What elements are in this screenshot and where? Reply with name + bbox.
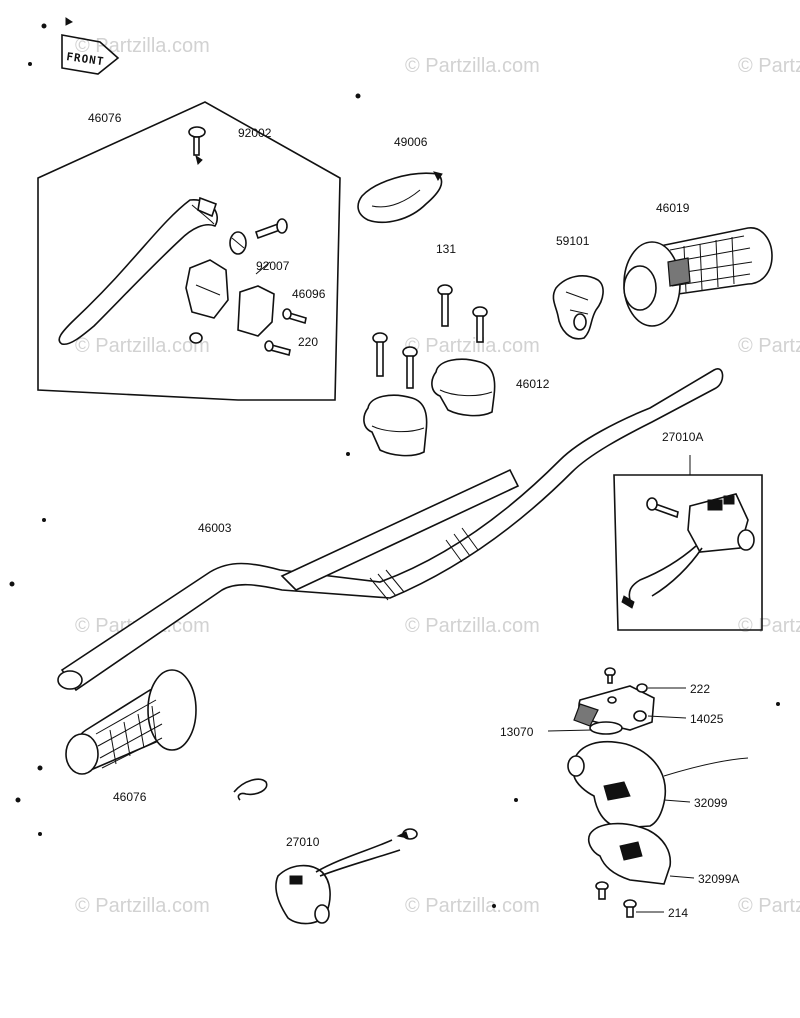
label-46076-grip: 46076 (113, 790, 147, 804)
label-32099: 32099 (694, 796, 728, 810)
label-92002: 92002 (238, 126, 272, 140)
watermark: © Partzilla.com (405, 895, 540, 917)
lever-holder (185, 259, 275, 344)
watermark: © Partzilla.com (75, 335, 210, 357)
watermark: © Partzilla.com (405, 335, 540, 357)
watermark: © Partzilla.com (75, 895, 210, 917)
leader-lines (255, 261, 695, 913)
lever-cover-49006 (357, 171, 443, 224)
label-46019: 46019 (656, 201, 690, 215)
watermark: © Partzilla.com (405, 55, 540, 77)
watermark: © Partzilla.com (738, 615, 800, 637)
label-14025: 14025 (690, 712, 724, 726)
label-46076: 46076 (88, 111, 122, 125)
label-131: 131 (436, 242, 456, 256)
label-214: 214 (668, 906, 688, 920)
watermark: © Partzilla.com (738, 335, 800, 357)
watermark: © Partzilla.com (405, 615, 540, 637)
left-grip-46076 (65, 669, 197, 775)
clutch-lever-box (37, 101, 341, 401)
bolts-131 (372, 284, 488, 389)
throttle-case-assembly (567, 667, 749, 918)
scan-specks (9, 23, 780, 908)
front-arrow: FRONT (61, 17, 120, 75)
clip (233, 778, 268, 801)
label-46003: 46003 (198, 521, 232, 535)
watermark: © Partzilla.com (75, 35, 210, 57)
bolt-220 (264, 308, 307, 356)
label-59101: 59101 (556, 234, 590, 248)
part-labels: 46076 92002 92007 46096 220 49006 46019 … (88, 111, 739, 920)
grip-texture (95, 699, 163, 769)
label-92007: 92007 (256, 259, 290, 273)
watermark: © Partzilla.com (738, 895, 800, 917)
handlebar-clamps-46012 (363, 358, 496, 457)
label-13070: 13070 (500, 725, 534, 739)
label-27010A: 27010A (662, 430, 703, 444)
label-222: 222 (690, 682, 710, 696)
label-32099A: 32099A (698, 872, 739, 886)
label-49006: 49006 (394, 135, 428, 149)
clutch-lever (58, 196, 218, 346)
throttle-grip-46019 (623, 227, 773, 327)
front-label: FRONT (66, 50, 106, 68)
switch-box-27010A (613, 455, 763, 631)
throttle-housing-59101 (552, 275, 604, 340)
bolt-92007 (229, 218, 288, 255)
switch-27010 (275, 828, 418, 925)
handlebar-46003 (57, 368, 724, 692)
screw-92002 (188, 126, 206, 165)
label-27010: 27010 (286, 835, 320, 849)
watermarks: © Partzilla.com © Partzilla.com © Partzi… (75, 35, 800, 917)
label-46096: 46096 (292, 287, 326, 301)
label-220: 220 (298, 335, 318, 349)
label-46012: 46012 (516, 377, 550, 391)
watermark: © Partzilla.com (738, 55, 800, 77)
